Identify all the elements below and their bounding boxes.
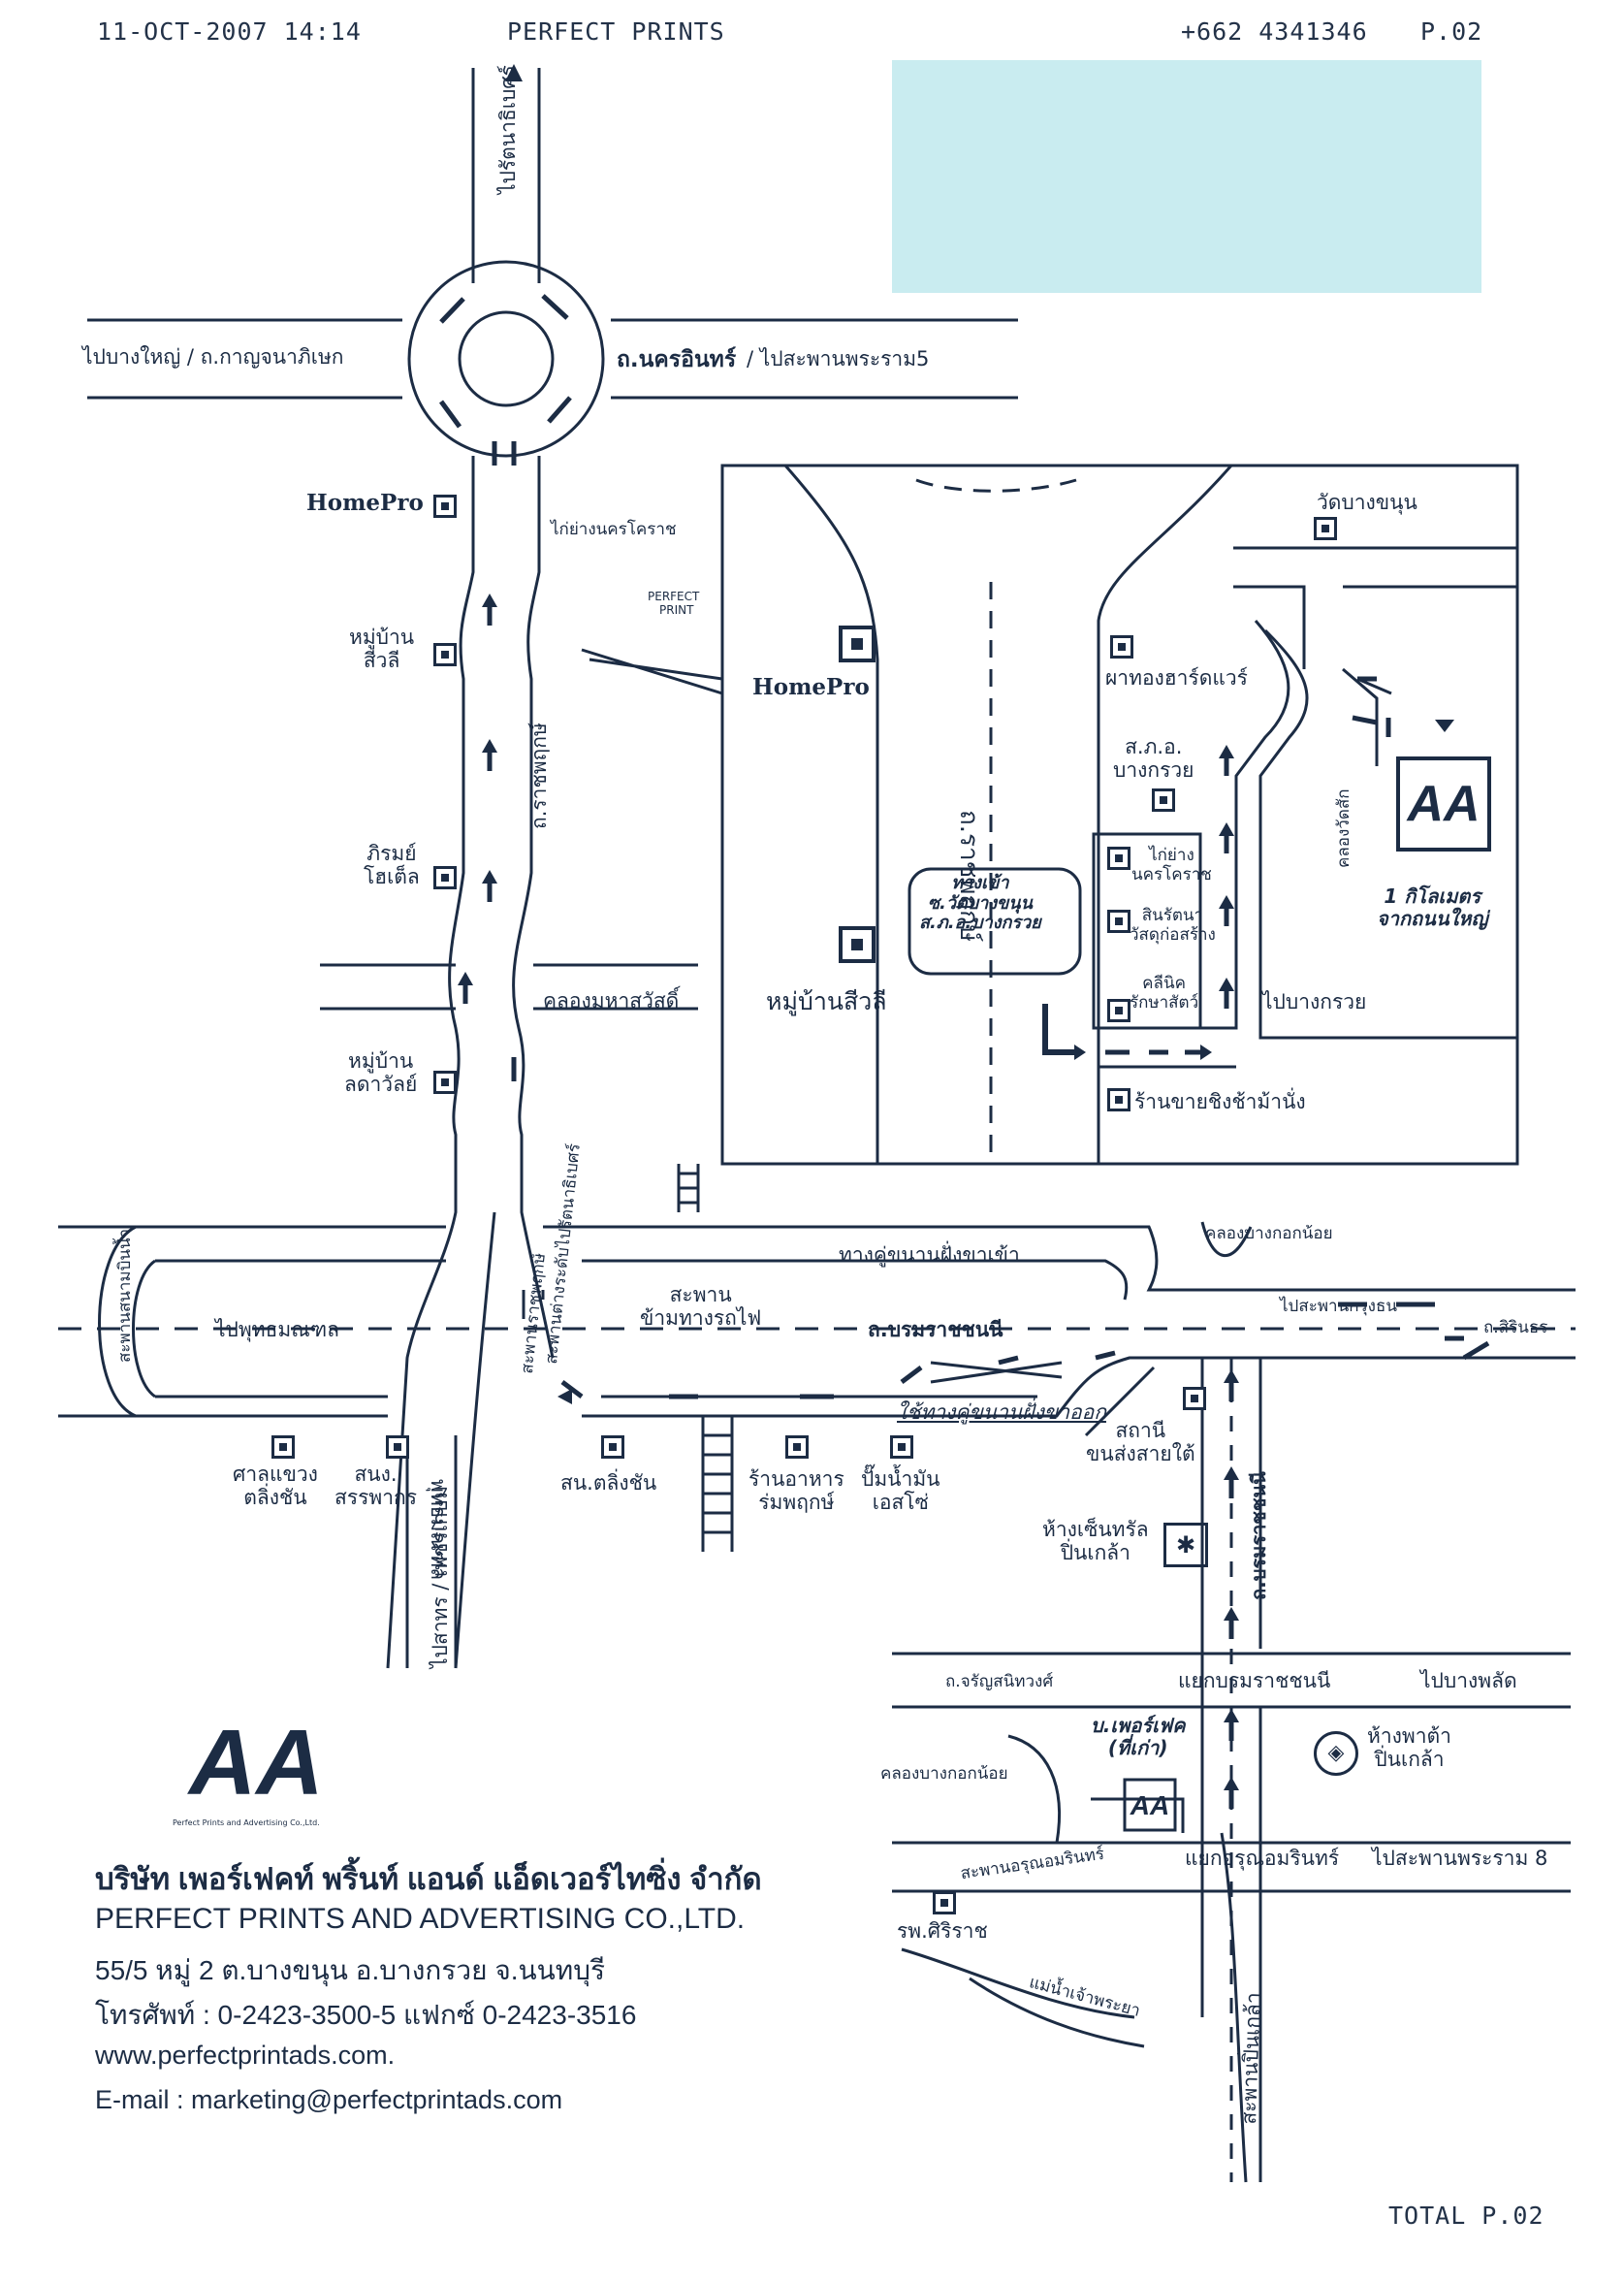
inset-village-marker [839,926,876,963]
label-frontage-west: ทางคู่ขนานฝั่งขาเข้า [839,1243,1020,1267]
restaurant-marker [785,1435,809,1459]
hotel-phirom-marker [433,866,457,889]
label-railway-bridge: สะพาน ข้ามทางรถไฟ [640,1283,762,1331]
fax-total: TOTAL P.02 [1388,2202,1544,2230]
label-canal-mahasawat: คลองมหาสวัสดิ์ [543,989,680,1013]
label-charansanitwong: ถ.จรัญสนิทวงศ์ [945,1672,1054,1691]
fax-sender: PERFECT PRINTS [507,17,725,46]
pha-thong-marker [1110,635,1133,659]
label-kaiyang: ไก่ย่าง นครโคราช [1131,846,1212,884]
label-top-road: ไปรัตนาธิเบศร์ [496,65,520,194]
label-distance: 1 กิโลเมตร จากถนนใหญ่ [1377,884,1488,930]
label-to-bangkruai: ไปบางกรวย [1262,990,1367,1013]
siriraj-marker [933,1891,956,1914]
label-perfect-print-1: PERFECT [648,590,700,603]
label-arun-junction: แยกอรุณอมรินทร์ [1185,1847,1340,1870]
label-left-road: ไปบางใหญ่ / ถ.กาญจนาภิเษก [82,345,344,369]
shop-marker [1107,1088,1130,1111]
label-phutthamonthon-sai: พุทธมณฑล [427,1479,450,1581]
label-shop: ร้านขายชิงช้าม้านั่ง [1134,1090,1306,1113]
label-police-chalingchan: สน.ตลิ่งชัน [560,1471,657,1495]
gas-marker [890,1435,913,1459]
label-pha-thong: ผาทองฮาร์ดแวร์ [1105,666,1248,690]
police-marker [601,1435,624,1459]
company-email[interactable]: E-mail : marketing@perfectprintads.com [95,2085,563,2114]
sticky-note [892,60,1481,293]
label-siriraj: รพ.ศิริราช [897,1919,988,1943]
company-website[interactable]: www.perfectprintads.com. [95,2041,396,2070]
label-kaiyang-small: ไก่ย่างนครโคราช [551,520,677,539]
kaiyang-marker [1107,847,1130,870]
wat-marker [1314,517,1337,540]
company-logo: AA [189,1711,324,1815]
label-right-road: / ไปสะพานพระราม5 [747,347,930,370]
company-address: 55/5 หมู่ 2 ต.บางขนุน อ.บางกรวย จ.นนทบุร… [95,1955,606,1985]
fax-datetime: 11-OCT-2007 14:14 [97,17,362,46]
homepro-marker [433,495,457,518]
label-homepro: HomePro [306,490,424,516]
label-gas-station: ปั๊มน้ำมัน เอสโซ่ [861,1467,940,1515]
label-wat-bangkhanun: วัดบางขนุน [1317,491,1417,514]
inset-homepro-marker [839,626,876,662]
label-sala-chalingchan: ศาลแขวง ตลิ่งชัน [233,1463,318,1510]
label-entrance: ทางเข้า ซ.วัดบางขนุน ส.ภ.อ.บางกรวย [919,873,1041,934]
label-central-pinklao: ห้างเซ็นทรัล ปิ่นเกล้า [1042,1518,1149,1565]
label-borommaratchachonnani: ถ.บรมราชชนนี [868,1318,1003,1341]
label-borom-south: ถ.บรมราชชนนี [1247,1471,1270,1600]
label-village-siwali: หมู่บ้าน สีวลี [349,626,415,673]
label-canal-bangkok-noi-top: คลองบางกอกน้อย [1205,1224,1333,1243]
company-phone: โทรศัพท์ : 0-2423-3500-5 แฟกซ์ 0-2423-35… [95,2000,637,2030]
label-canal-bangkok-noi: คลองบางกอกน้อย [880,1764,1008,1784]
label-nakhon-in: ถ.นครอินทร์ [617,347,737,372]
label-revenue-office: สนง. สรรพากร [334,1463,418,1510]
inset-aa-logo: AA [1396,756,1491,852]
label-to-phutthamonthon: ไปพุทธมณฑล [215,1318,340,1341]
label-pata-pinklao: ห้างพาต้า ปิ่นเกล้า [1367,1724,1451,1772]
fax-page: P.02 [1420,17,1483,46]
label-sirinthorn: ถ.สิรินธร [1483,1318,1548,1337]
label-restaurant: ร้านอาหาร ร่มพฤกษ์ [748,1467,844,1515]
label-inset-village: หมู่บ้านสีวลี [766,987,887,1015]
bus-terminal-marker [1183,1387,1206,1410]
label-pinklao-bridge: สะพานปิ่นเกล้า [1236,1991,1265,2125]
company-name-th: บริษัท เพอร์เฟคท์ พริ้นท์ แอนด์ แอ็ดเวอร… [95,1862,762,1896]
label-to-rama8: ไปสะพานพระราม 8 [1372,1847,1548,1870]
label-hotel-phirom: ภิรมย์ โฮเต็ล [364,842,420,889]
label-company-old: บ.เพอร์เฟค (ที่เก่า) [1091,1714,1186,1759]
label-canal-wat-sak: คลองวัดสัก [1334,788,1353,868]
clinic-marker [1107,999,1130,1022]
revenue-marker [386,1435,409,1459]
pata-logo-icon: ◈ [1314,1731,1358,1776]
label-to-bangphlat: ไปบางพลัด [1420,1669,1517,1692]
fax-phone: +662 4341346 [1181,17,1368,46]
label-bus-terminal: สถานี ขนส่งสายใต้ [1086,1419,1195,1466]
company-name-en: PERFECT PRINTS AND ADVERTISING CO.,LTD. [95,1903,746,1935]
village-siwali-marker [433,643,457,666]
old-office-logo: AA [1130,1790,1170,1820]
label-inset-homepro: HomePro [752,674,870,700]
label-frontage-east: ใช้ทางคู่ขนานฝั่งขาออก [897,1400,1106,1424]
label-police-bangkruai: ส.ภ.อ. บางกรวย [1113,735,1194,783]
label-main-road: ถ.ราชพฤกษ์ [527,723,551,829]
label-borom-junction: แยกบรมราชชนนี [1178,1669,1331,1692]
label-bridge-sanambin: สะพานสนามบินน้ำ [115,1228,135,1363]
sala-marker [271,1435,295,1459]
label-perfect-print-2: PRINT [659,603,694,617]
label-clinic: คลีนิค รักษาสัตว์ [1130,974,1199,1013]
police-bangkruai-marker [1152,788,1175,812]
company-logo-caption: Perfect Prints and Advertising Co.,Ltd. [173,1818,320,1827]
label-village-ladawan: หมู่บ้าน ลดาวัลย์ [344,1049,418,1097]
central-logo-icon: ✱ [1163,1523,1208,1567]
label-sinrat: สินรัตนา วัสดุก่อสร้าง [1130,906,1216,945]
sinrat-marker [1107,910,1130,933]
village-ladawan-marker [433,1071,457,1094]
label-to-krungthon: ไปสะพานกรุงธน [1280,1297,1397,1316]
